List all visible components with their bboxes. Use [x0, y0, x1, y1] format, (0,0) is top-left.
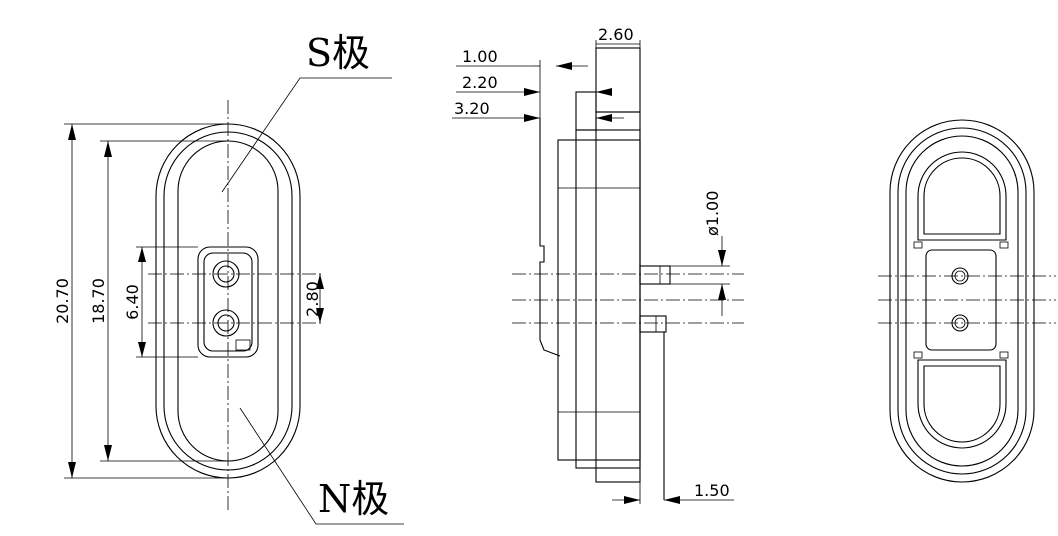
- front-view: 20.70 18.70 6.40 2.80 S极 N极: [53, 31, 404, 525]
- front-pin-block-corner: [235, 339, 251, 351]
- side-top-step: [575, 91, 597, 131]
- side-pin-top: [639, 265, 671, 285]
- n-pole-label: N极: [318, 477, 389, 521]
- rear-outer-outline: [889, 119, 1035, 483]
- rear-bottom-pocket: [917, 359, 1007, 449]
- dim-pin-pitch: 2.80: [303, 281, 322, 317]
- dim-inner-height: 18.70: [89, 278, 108, 324]
- side-top-cap: [595, 47, 641, 113]
- side-rear-plate: [595, 111, 641, 483]
- side-body-inner: [575, 129, 641, 469]
- n-pole-leader: [239, 407, 404, 525]
- side-pin-bottom: [639, 315, 667, 333]
- dim-top-thickness: 2.60: [598, 25, 634, 44]
- dim-pin-diameter: ø1.00: [703, 191, 722, 236]
- side-front-plate: [539, 118, 561, 357]
- side-view: 1.00 2.20 3.20 2.60 ø1.00 1.50: [452, 25, 744, 504]
- dim-pin-length: 1.50: [694, 481, 730, 500]
- dim-pin-area-height: 6.40: [123, 284, 142, 320]
- rear-view: [878, 119, 1056, 483]
- dim-overall-height: 20.70: [53, 278, 72, 324]
- s-pole-leader: [221, 77, 392, 193]
- dim-d3: 3.20: [454, 99, 490, 118]
- dim-d1: 1.00: [462, 47, 498, 66]
- front-pin-block: [197, 246, 259, 358]
- rear-outer-outline-3: [905, 135, 1019, 467]
- rear-outer-outline-2: [897, 127, 1027, 475]
- dim-d2: 2.20: [462, 73, 498, 92]
- s-pole-label: S极: [306, 31, 370, 75]
- rear-top-pocket: [917, 151, 1007, 241]
